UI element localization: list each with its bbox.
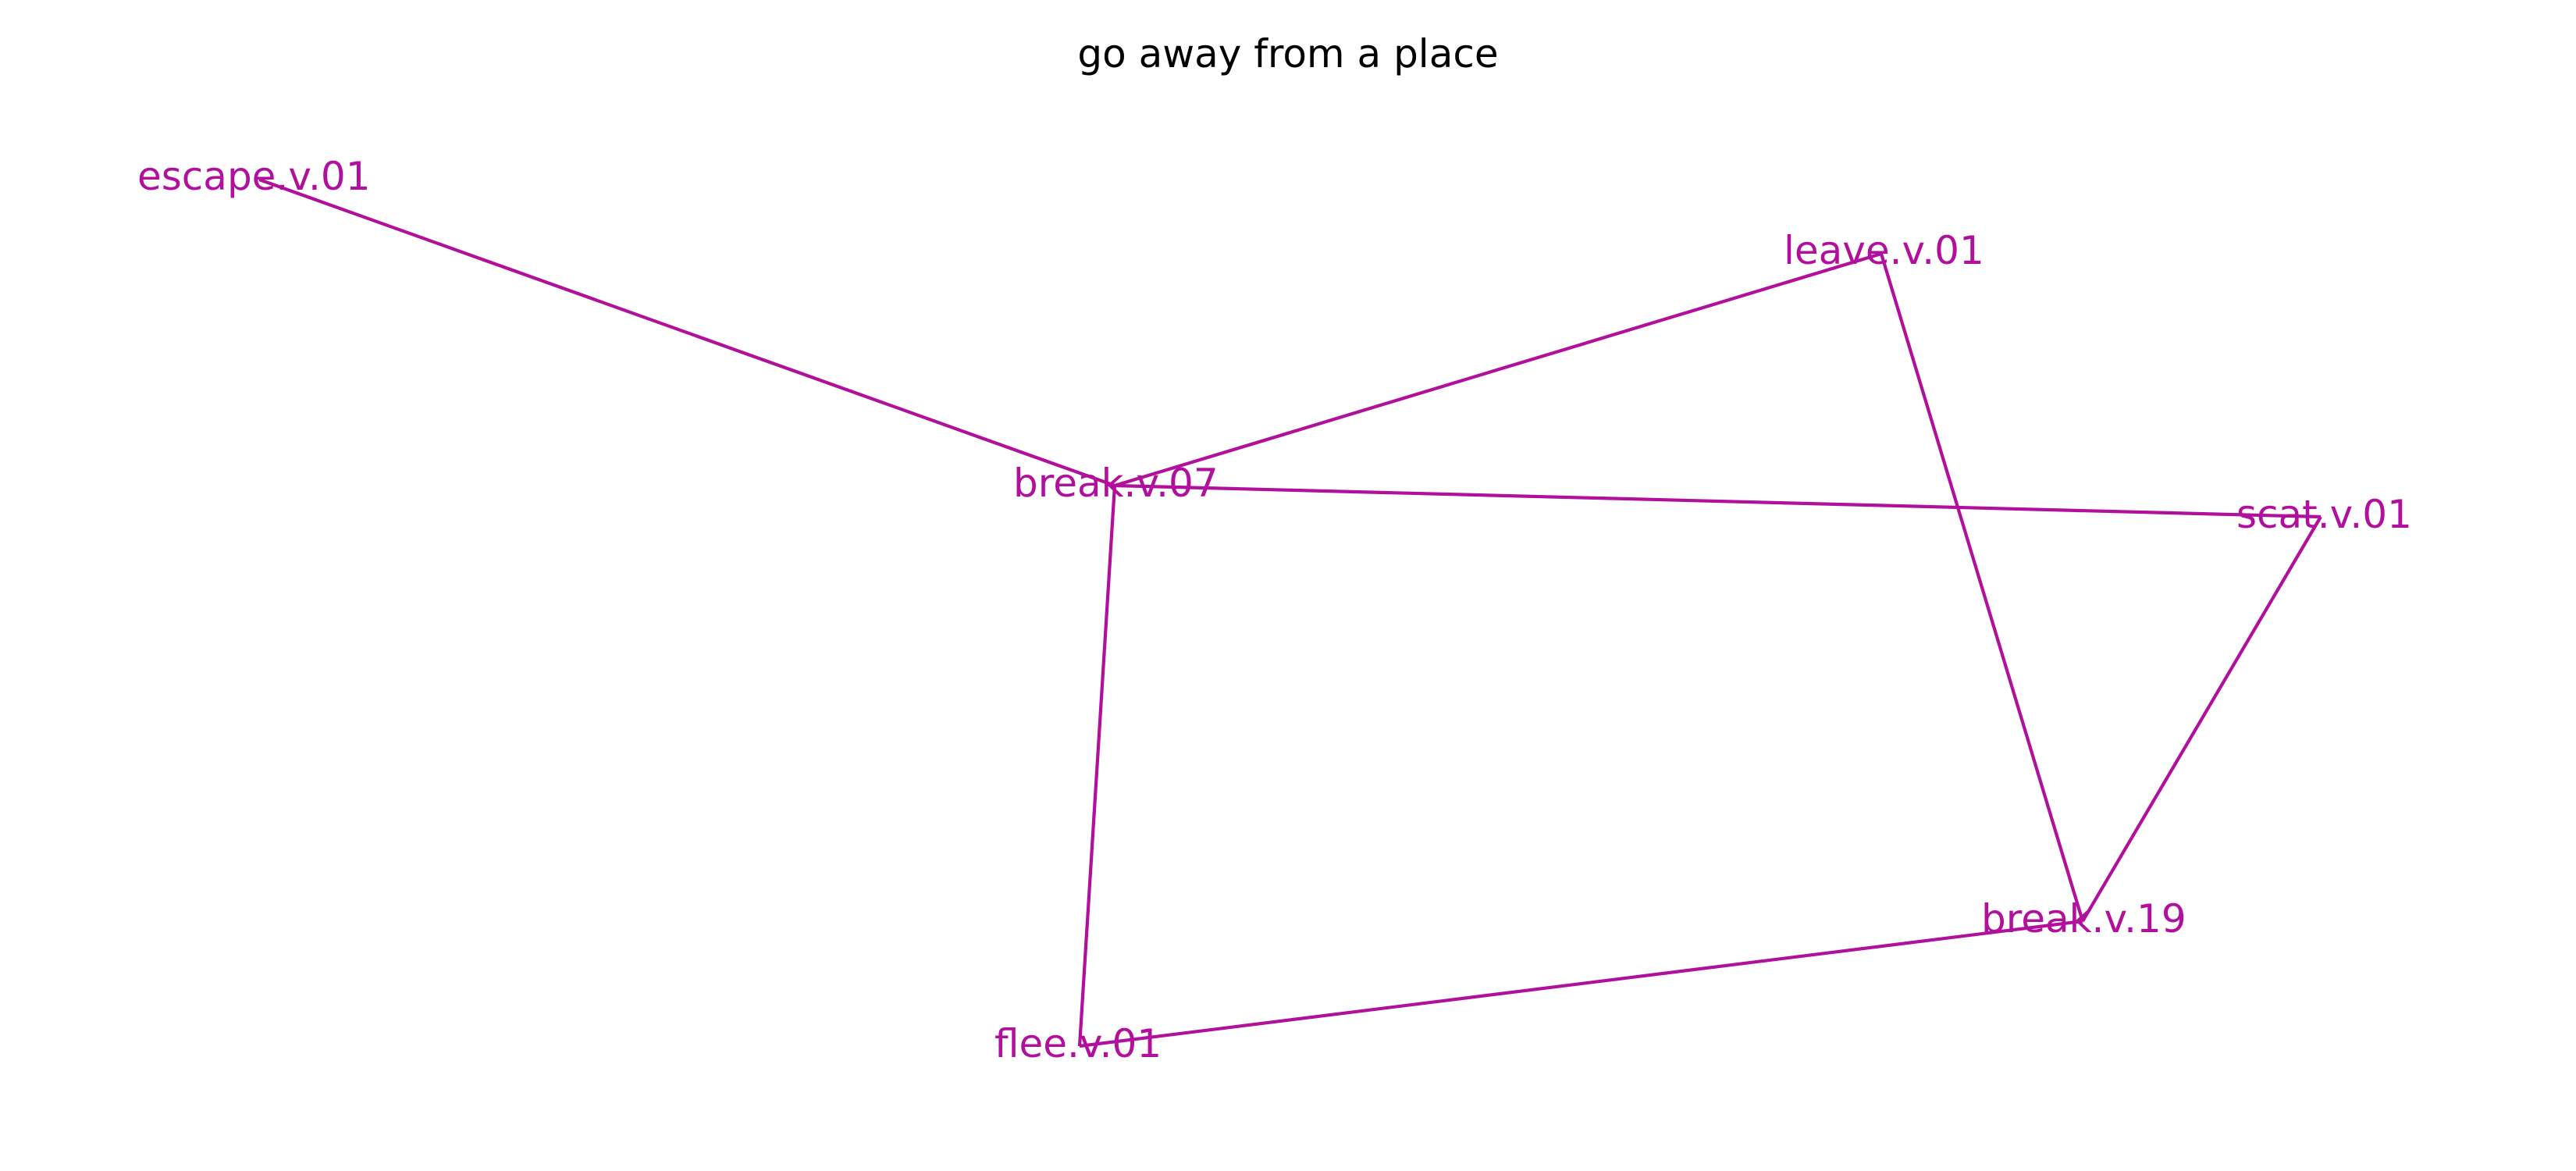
node-label-break19: break.v.19 [1981, 896, 2186, 941]
edge-break19-flee [1079, 919, 2083, 1048]
edge-scat-break19 [2081, 515, 2322, 923]
edge-break07-scat [1114, 483, 2322, 519]
node-label-escape: escape.v.01 [137, 154, 371, 199]
node-label-flee: flee.v.01 [994, 1021, 1162, 1066]
node-label-leave: leave.v.01 [1784, 228, 1984, 273]
node-label-break07: break.v.07 [1013, 461, 1219, 506]
node-label-scat: scat.v.01 [2236, 492, 2412, 537]
edge-escape-break07 [258, 178, 1115, 487]
edge-break07-flee [1077, 485, 1117, 1047]
edges-layer [258, 178, 2322, 1048]
graph-title: go away from a place [1077, 31, 1498, 77]
edge-break07-leave [1114, 251, 1882, 488]
nodes-layer: escape.v.01 leave.v.01 break.v.07 scat.v.01… [137, 154, 2412, 1066]
edge-leave-break19 [1879, 253, 2085, 922]
